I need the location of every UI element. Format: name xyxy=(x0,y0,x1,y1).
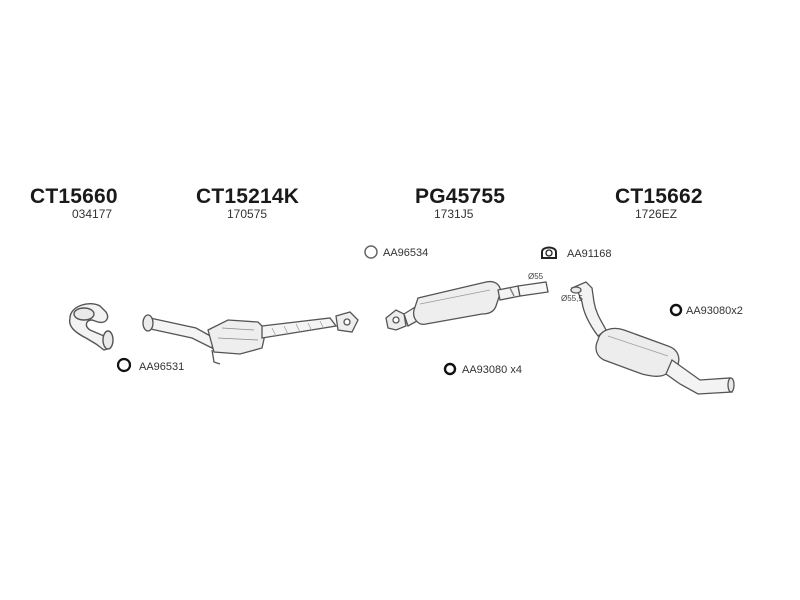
front-pipe-elbow[interactable] xyxy=(68,302,114,351)
diameter-label: Ø55,5 xyxy=(561,294,583,303)
accessory-label: AA96531 xyxy=(139,361,185,373)
part-code: CT15662 xyxy=(615,185,703,208)
part-reference: 170575 xyxy=(227,207,268,221)
part-code: CT15660 xyxy=(30,185,118,208)
rear-silencer[interactable] xyxy=(570,281,735,395)
accessory-label: AA93080x2 xyxy=(686,305,743,317)
part-code: CT15214K xyxy=(196,185,300,208)
ring-icon[interactable] xyxy=(116,357,132,373)
clamp-icon[interactable] xyxy=(541,246,557,259)
accessory-label: AA93080 x4 xyxy=(462,364,522,376)
gasket-icon[interactable] xyxy=(443,362,457,376)
part-reference: 1731J5 xyxy=(434,207,474,221)
part-reference: 1726EZ xyxy=(635,207,678,221)
middle-silencer[interactable] xyxy=(385,280,549,331)
ring-icon[interactable] xyxy=(364,245,378,259)
accessory-label: AA96534 xyxy=(383,247,429,259)
part-reference: 034177 xyxy=(72,207,113,221)
gasket-icon[interactable] xyxy=(669,303,683,317)
accessory-label: AA91168 xyxy=(567,248,612,260)
part-code: PG45755 xyxy=(415,185,506,208)
catalytic-converter-pipe[interactable] xyxy=(142,311,359,365)
diameter-label: Ø55 xyxy=(528,272,544,281)
